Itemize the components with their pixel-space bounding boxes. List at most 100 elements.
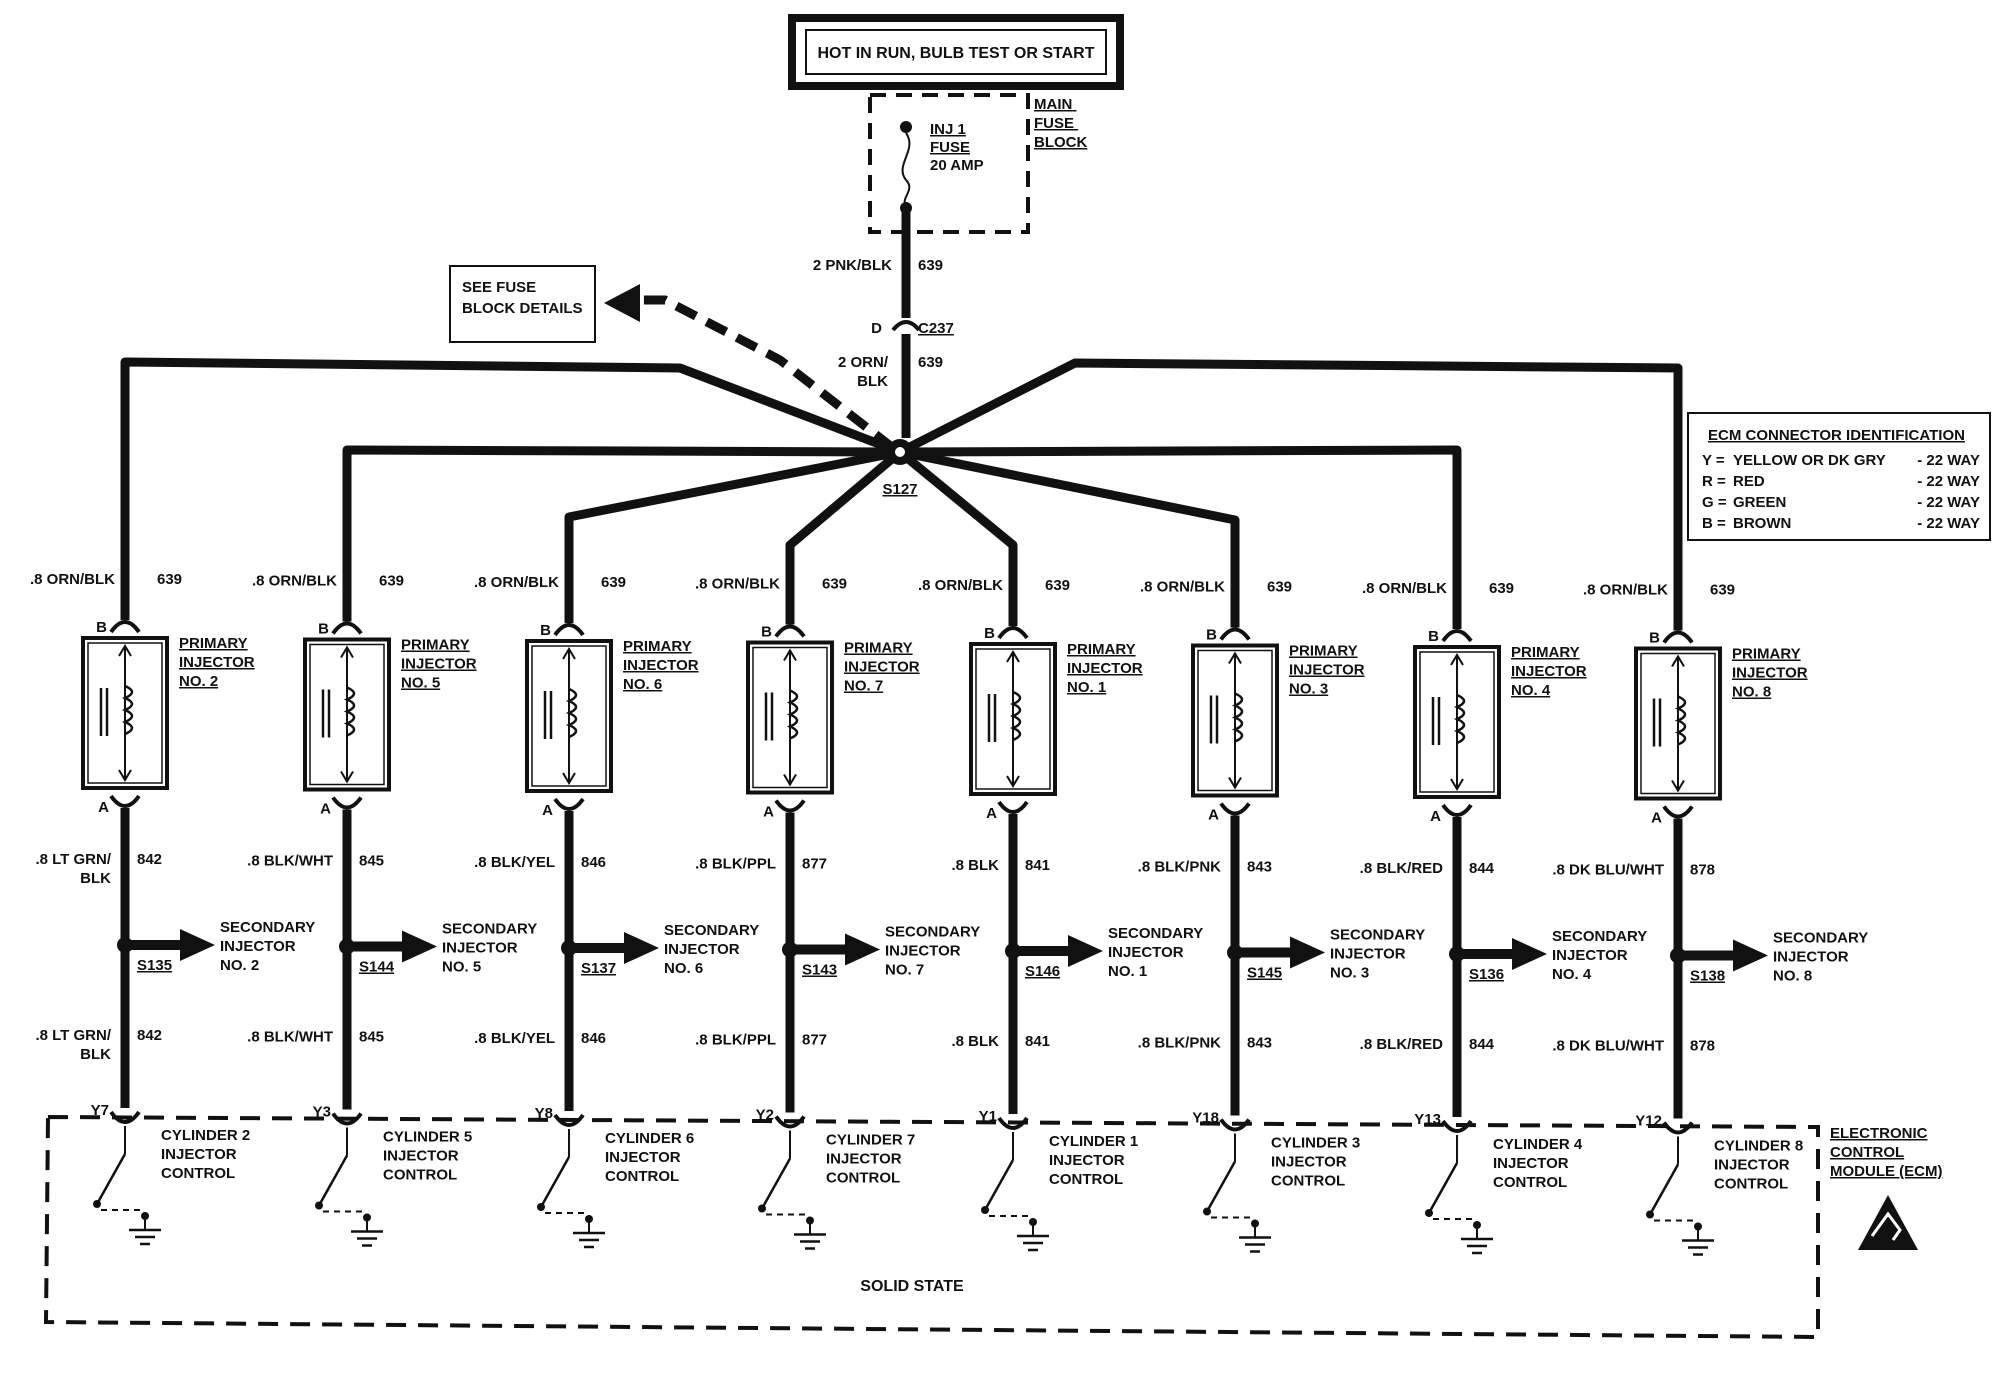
primary-injector-name-2: INJECTOR — [179, 654, 255, 671]
primary-injector-name-1: PRIMARY — [1289, 643, 1358, 660]
feed-wire-circuit: 639 — [379, 573, 404, 590]
main-fuse-block: INJ 1 FUSE 20 AMP MAIN FUSE BLOCK — [868, 93, 1087, 234]
bus-wire — [342, 445, 901, 600]
low-wire-circuit: 844 — [1469, 1036, 1495, 1053]
primary-injector-name-2: INJECTOR — [1067, 660, 1143, 677]
primary-injector-name-2: INJECTOR — [844, 659, 920, 676]
fuse-terminal-bottom — [900, 202, 912, 214]
coil-icon — [786, 689, 799, 740]
out-wire-gauge-1: .8 BLK/RED — [1360, 860, 1444, 877]
ecm-pin-label: Y3 — [313, 1104, 331, 1121]
coil-icon — [1674, 695, 1687, 746]
connector-b-icon — [109, 620, 141, 634]
splice-s127: S127 — [120, 357, 1683, 600]
arrow-right-icon — [624, 932, 659, 964]
legend-row: B =BROWN- 22 WAY — [1702, 515, 1980, 532]
pin-a-label: A — [542, 802, 553, 819]
primary-injector-name-1: PRIMARY — [179, 635, 248, 652]
ground-icon — [1682, 1239, 1714, 1256]
secondary-injector-2: INJECTOR — [1330, 946, 1406, 963]
feed-wire-circuit: 639 — [1710, 582, 1735, 599]
ground-icon — [573, 1231, 605, 1249]
fuse-detail-dashed-wire — [630, 295, 896, 452]
cylinder-control-2: INJECTOR — [826, 1151, 902, 1168]
pin-b-label: B — [1206, 627, 1217, 644]
arrow-right-icon — [845, 933, 880, 966]
bus-wire — [899, 447, 1240, 600]
primary-injector-name-2: INJECTOR — [1511, 663, 1587, 680]
bus-wire — [897, 358, 1683, 600]
feed-wire-circuit: 639 — [1267, 579, 1292, 596]
cylinder-control-1: CYLINDER 5 — [383, 1129, 472, 1146]
secondary-injector-1: SECONDARY — [1108, 925, 1203, 942]
low-wire-gauge-1: .8 BLK — [951, 1033, 999, 1050]
primary-injector-name-3: NO. 1 — [1067, 679, 1106, 696]
low-wire-gauge-1: .8 BLK/RED — [1360, 1036, 1444, 1053]
primary-injector-name-3: NO. 4 — [1511, 682, 1551, 699]
secondary-injector-2: INJECTOR — [1108, 944, 1184, 961]
legend-color-name: BROWN — [1733, 515, 1791, 532]
cylinder-control-2: INJECTOR — [383, 1148, 459, 1165]
out-wire-circuit: 877 — [802, 856, 827, 873]
low-wire-circuit: 878 — [1690, 1038, 1715, 1055]
legend-way-count: - 22 WAY — [1917, 452, 1980, 469]
switch-icon — [760, 1157, 792, 1210]
connector-b-icon — [553, 623, 585, 637]
out-wire-gauge-1: .8 BLK/PPL — [695, 856, 776, 873]
legend-code: Y = — [1702, 452, 1725, 469]
fuse-rating: 20 AMP — [930, 157, 984, 174]
primary-injector-name-3: NO. 8 — [1732, 684, 1771, 701]
low-wire-circuit: 846 — [581, 1030, 606, 1047]
pin-a-label: A — [1430, 808, 1441, 825]
solid-state-label: SOLID STATE — [860, 1278, 964, 1295]
coil-icon — [343, 686, 356, 737]
lower-wire-gauge-1: 2 ORN/ — [838, 354, 889, 371]
connector-b-icon — [774, 624, 806, 638]
legend-way-count: - 22 WAY — [1917, 494, 1980, 511]
lower-wire-circuit: 639 — [918, 354, 943, 371]
low-wire-gauge-1: .8 DK BLU/WHT — [1552, 1038, 1664, 1055]
legend-way-count: - 22 WAY — [1917, 473, 1980, 490]
legend-row: R =RED- 22 WAY — [1702, 473, 1980, 490]
secondary-injector-1: SECONDARY — [885, 924, 980, 941]
primary-injector-name-3: NO. 6 — [623, 676, 662, 693]
header-title: HOT IN RUN, BULB TEST OR START — [817, 45, 1094, 62]
coil-icon — [1009, 690, 1022, 742]
connector-a-icon — [997, 800, 1029, 814]
coil-icon — [1231, 692, 1244, 743]
fuse-element-icon — [901, 132, 911, 207]
secondary-injector-3: NO. 7 — [885, 962, 924, 979]
cylinder-control-1: CYLINDER 7 — [826, 1132, 915, 1149]
feed-wire-gauge: .8 ORN/BLK — [1140, 579, 1225, 596]
primary-injector-name-3: NO. 3 — [1289, 681, 1328, 698]
cylinder-control-3: CONTROL — [826, 1170, 900, 1187]
legend-code: B = — [1702, 515, 1726, 532]
upper-wire-gauge: 2 PNK/BLK — [813, 257, 892, 274]
secondary-injector-2: INJECTOR — [664, 941, 740, 958]
ecm-label-2: CONTROL — [1830, 1144, 1904, 1161]
out-wire-circuit: 843 — [1247, 859, 1272, 876]
connector-a-icon — [1441, 803, 1473, 817]
connector-a-icon — [774, 799, 806, 813]
ground-icon — [1017, 1234, 1049, 1252]
out-wire-circuit: 845 — [359, 853, 384, 870]
legend-color-name: GREEN — [1733, 494, 1786, 511]
cylinder-control-1: CYLINDER 6 — [605, 1130, 694, 1147]
primary-injector-name-2: INJECTOR — [1732, 665, 1808, 682]
fuse-block-label: MAIN FUSE BLOCK — [1034, 96, 1087, 151]
pin-a-label: A — [1651, 810, 1662, 827]
primary-injector-name-3: NO. 5 — [401, 675, 440, 692]
connector-a-icon — [553, 797, 585, 811]
low-wire-circuit: 843 — [1247, 1035, 1272, 1052]
splice-id: S138 — [1690, 968, 1725, 985]
upper-wire-circuit: 639 — [918, 257, 943, 274]
arrow-right-icon — [1290, 936, 1325, 969]
pin-b-label: B — [318, 621, 329, 638]
out-wire-circuit: 844 — [1469, 860, 1495, 877]
arrow-right-icon — [1068, 935, 1103, 967]
secondary-injector-3: NO. 5 — [442, 959, 481, 976]
